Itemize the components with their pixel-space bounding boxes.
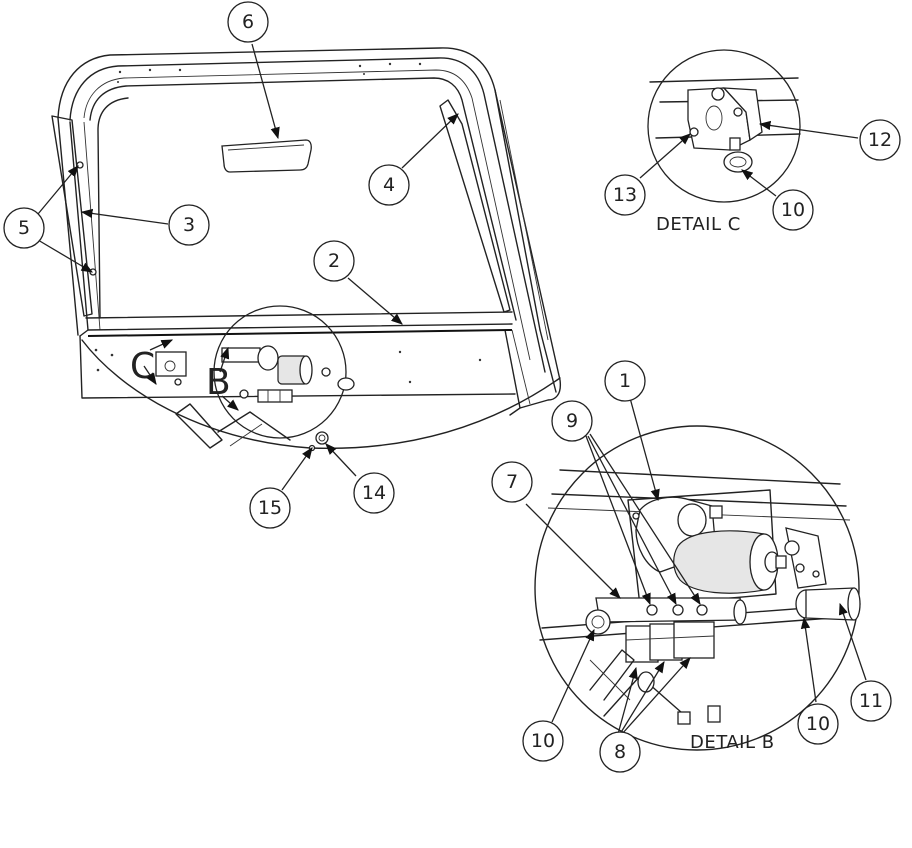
callout-14: 14 [353,472,395,514]
callout-5: 5 [3,207,45,249]
svg-text:3: 3 [183,214,195,236]
callout-10-detail-b-left: 10 [522,720,564,762]
svg-text:7: 7 [506,471,518,493]
svg-text:13: 13 [613,184,637,206]
detail-b-callout-circle [213,305,355,439]
callout-2: 2 [313,240,355,282]
svg-text:10: 10 [781,199,805,221]
svg-text:11: 11 [859,690,883,712]
leader-lines [37,43,867,735]
svg-text:9: 9 [566,410,578,432]
view-marker-c: C [130,346,155,387]
callout-3: 3 [168,204,210,246]
callout-4: 4 [368,164,410,206]
svg-text:15: 15 [258,497,282,519]
detail-c-marker [155,351,187,386]
svg-text:10: 10 [531,730,555,752]
svg-text:14: 14 [362,482,386,504]
detail-b-view [534,425,861,751]
callout-11: 11 [850,680,892,722]
callout-10-detail-b-right: 10 [797,703,839,745]
callout-15: 15 [249,487,291,529]
detail-c-label: DETAIL C [656,214,741,235]
callout-12: 12 [859,119,901,161]
view-marker-b: B [206,362,231,403]
svg-text:2: 2 [328,250,340,272]
svg-text:8: 8 [614,741,626,763]
windshield-frame-assembly [51,47,562,452]
callout-10-detail-c: 10 [772,189,814,231]
callout-6: 6 [227,1,269,43]
detail-b-label: DETAIL B [690,732,775,753]
callout-9: 9 [551,400,593,442]
callout-7: 7 [491,461,533,503]
svg-text:10: 10 [806,713,830,735]
callout-8: 8 [599,731,641,773]
svg-text:6: 6 [242,11,254,33]
callout-13: 13 [604,174,646,216]
svg-text:4: 4 [383,174,395,196]
callout-1: 1 [604,360,646,402]
svg-text:12: 12 [868,129,892,151]
svg-text:1: 1 [619,370,631,392]
svg-text:5: 5 [18,217,30,239]
